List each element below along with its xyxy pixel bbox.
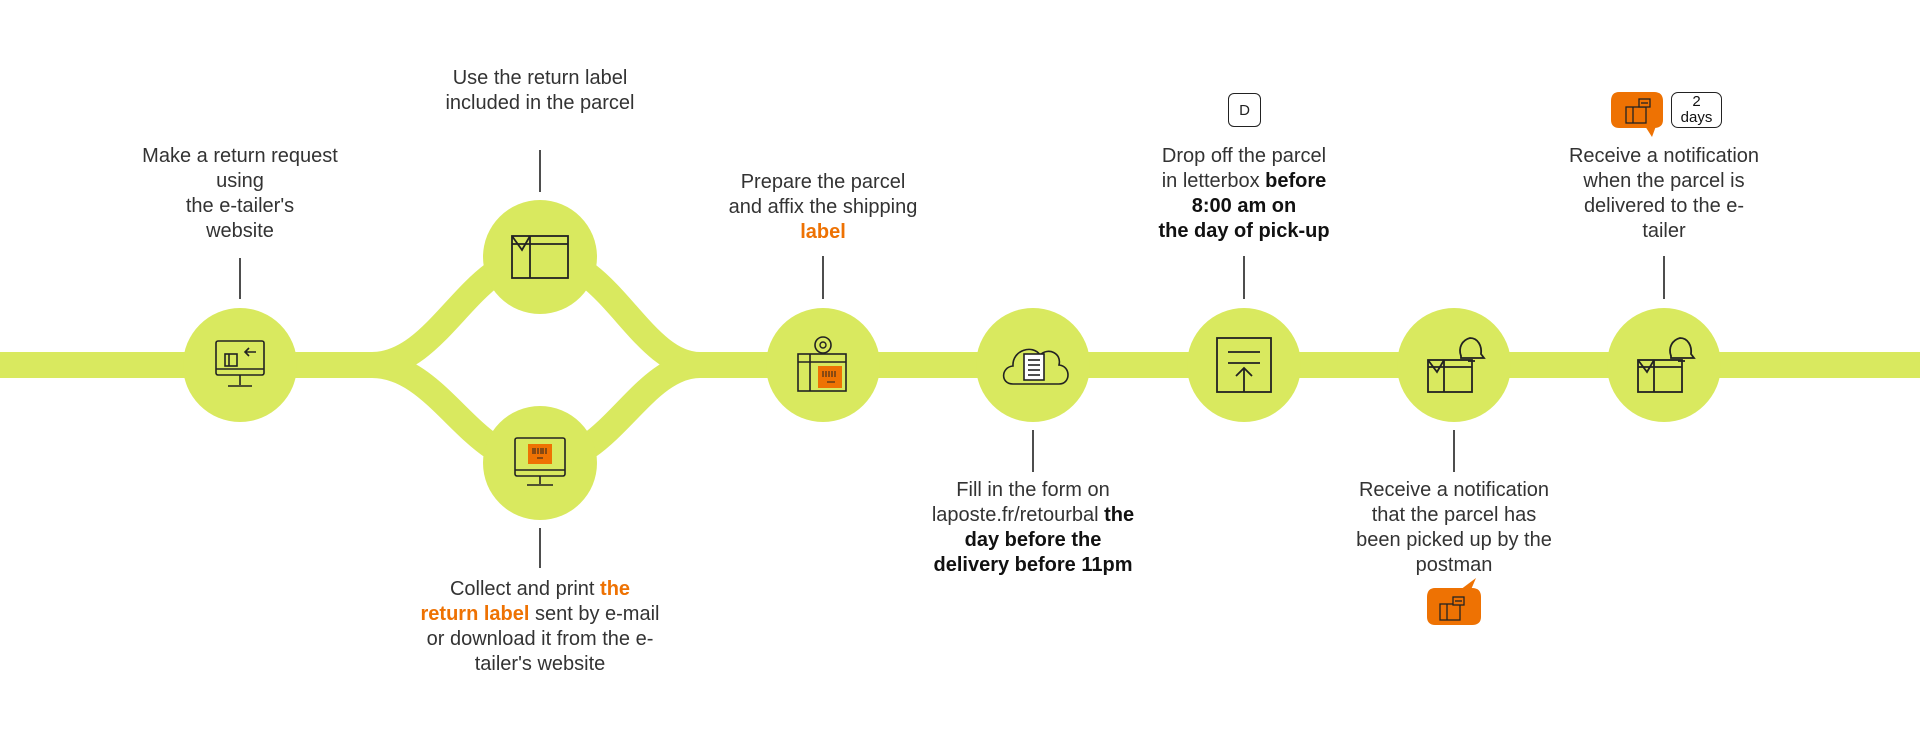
day-badge: D <box>1228 93 1261 127</box>
label-prepare: Prepare the parcel and affix the shippin… <box>728 171 918 243</box>
label-delivered-notice: Receive a notification when the parcel i… <box>1568 145 1760 242</box>
label-pickup-notice: Receive a notification that the parcel h… <box>1356 479 1552 576</box>
box-bell-icon-delivered <box>1637 337 1696 393</box>
parcel-label-icon <box>797 336 847 392</box>
box-bell-icon <box>1427 337 1486 393</box>
step-circle-dropoff <box>1187 308 1301 422</box>
label-use-label: Use the return label included in the par… <box>445 67 635 114</box>
label-form: Fill in the form on laposte.fr/retourbal… <box>931 479 1135 576</box>
cloud-document-icon <box>1002 348 1069 385</box>
step-circle-pickup-notice <box>1397 308 1511 422</box>
computer-return-icon <box>215 340 265 387</box>
delay-badge: 2 days <box>1671 92 1722 128</box>
step-circle-use-label <box>483 200 597 314</box>
computer-label-icon <box>514 437 566 486</box>
day-badge-text: D <box>1239 101 1250 119</box>
label-print-label: Collect and print the return label sent … <box>420 578 660 675</box>
label-dropoff: Drop off the parcel in letterbox before … <box>1158 145 1330 242</box>
delay-badge-unit: days <box>1680 109 1713 126</box>
letterbox-icon <box>1216 337 1272 393</box>
open-box-icon <box>511 235 569 279</box>
notification-bubble-icon-top <box>1611 92 1663 137</box>
step-circle-request <box>183 308 297 422</box>
step-circle-delivered-notice <box>1607 308 1721 422</box>
notification-bubble-icon <box>1427 578 1481 625</box>
label-request: Make a return request using the e-tailer… <box>142 145 338 242</box>
delay-badge-number: 2 <box>1692 93 1701 110</box>
step-circle-prepare <box>766 308 880 422</box>
